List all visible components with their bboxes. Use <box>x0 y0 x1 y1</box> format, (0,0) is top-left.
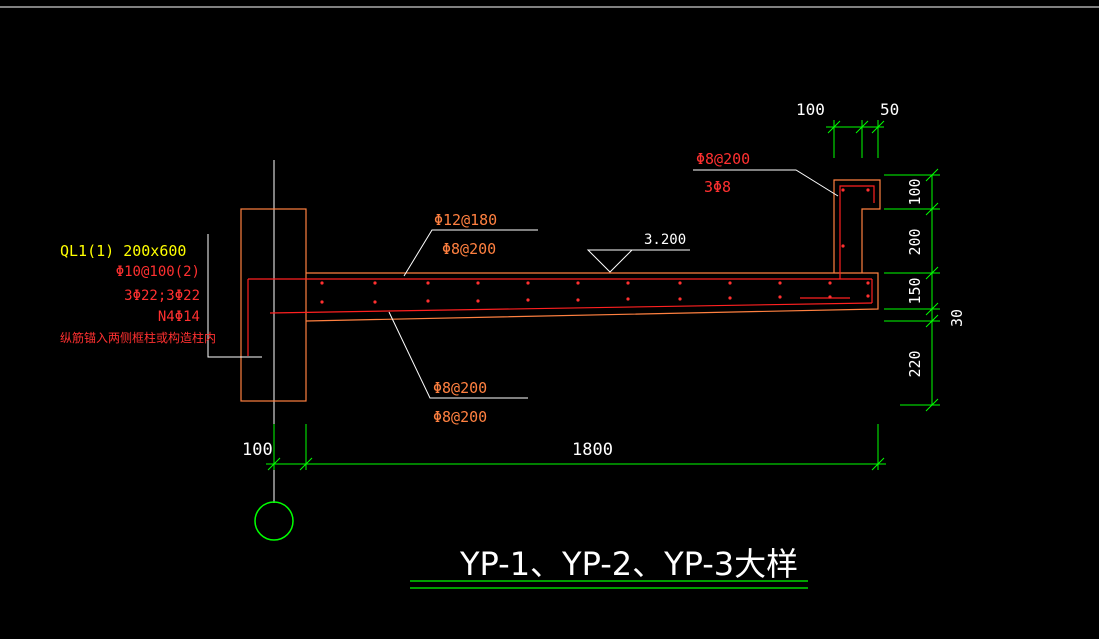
distribution-bars <box>320 188 870 304</box>
dim-bottom-span: 1800 <box>572 440 613 460</box>
axis-bubble <box>254 501 294 541</box>
bottom-rebar-label-1: Φ8@200 <box>433 379 487 397</box>
upturn-rebar-label-1: Φ8@200 <box>696 150 750 168</box>
slab-bottom-rebar <box>269 302 873 314</box>
elevation-label: 3.200 <box>644 232 686 248</box>
leader-lines <box>207 169 839 399</box>
beam-side-bars-label: N4Φ14 <box>158 309 200 325</box>
dim-top-right: 50 <box>880 100 899 119</box>
dim-right-3: 150 <box>906 277 924 304</box>
dim-top-left: 100 <box>796 100 825 119</box>
right-dimension-chain <box>884 168 940 412</box>
bottom-rebar-label-2: Φ8@200 <box>433 408 487 426</box>
dim-right-slope: 30 <box>948 309 966 327</box>
elevation-symbol <box>586 249 634 273</box>
upturn-outline <box>833 179 881 273</box>
top-rebar-label-1: Φ12@180 <box>434 211 497 229</box>
dim-bottom-left: 100 <box>242 440 273 460</box>
upturn-rebar-label-2: 3Φ8 <box>704 178 731 196</box>
drawing-title: YP-1、YP-2、YP-3大样 <box>459 545 798 583</box>
bottom-dimension-chain <box>266 424 886 471</box>
top-dimension-chain <box>826 120 885 158</box>
dim-right-4: 220 <box>906 350 924 377</box>
ring-beam-outline <box>240 208 307 402</box>
top-rebar-label-2: Φ8@200 <box>442 240 496 258</box>
beam-main-bars-label: 3Φ22;3Φ22 <box>124 288 200 304</box>
dim-right-1: 100 <box>906 178 924 205</box>
beam-title-label: QL1(1) 200x600 <box>60 242 186 260</box>
beam-note-label: 纵筋锚入两侧框柱或构造柱内 <box>60 330 216 345</box>
dim-right-2: 200 <box>906 228 924 255</box>
beam-stirrup-label: Φ10@100(2) <box>116 264 200 280</box>
upturn-rebar <box>839 185 875 279</box>
slab-outline <box>305 272 879 322</box>
